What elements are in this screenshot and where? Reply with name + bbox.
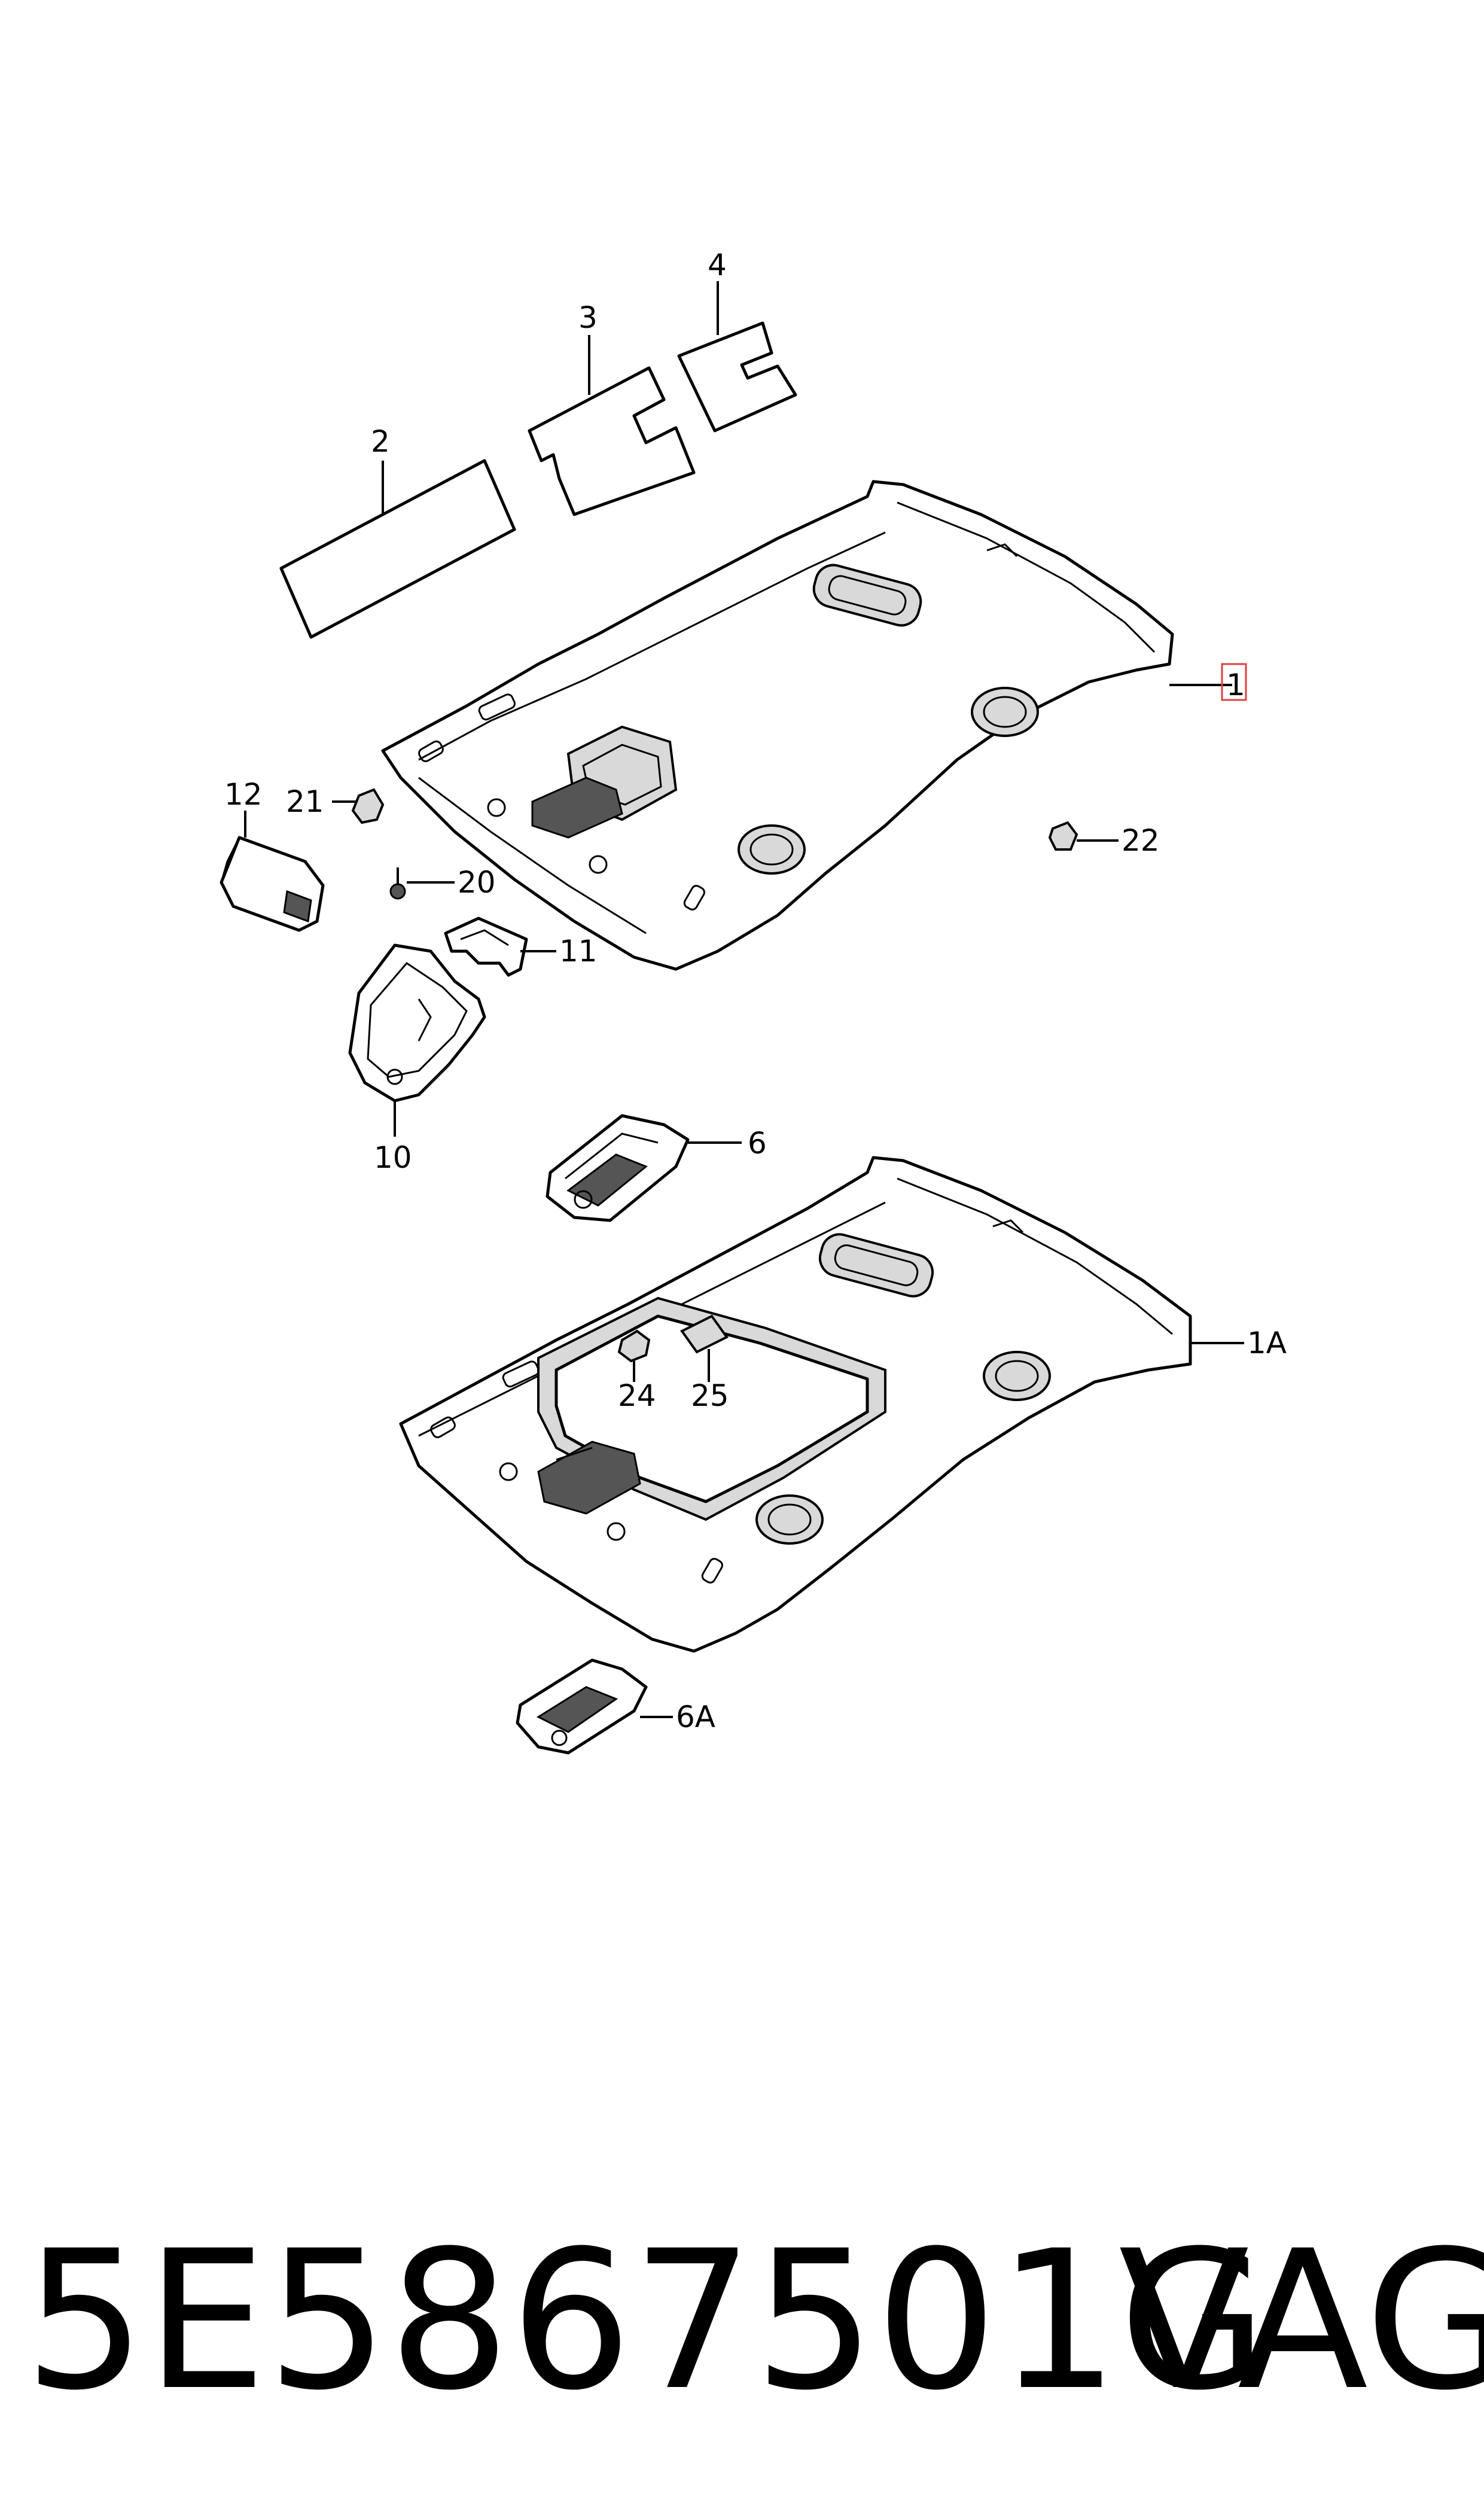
callout-6: 6	[748, 1126, 767, 1161]
callout-1: 1	[1226, 668, 1245, 702]
part-25-pad	[680, 1314, 729, 1382]
part-10-cover	[348, 943, 486, 1137]
part-4-pad	[677, 281, 797, 433]
brand-name: VAG	[1119, 2210, 1484, 2432]
part-22-clip	[1048, 821, 1119, 851]
callout-12: 12	[224, 777, 263, 812]
part-2-pad	[279, 459, 516, 639]
callout-2: 2	[371, 424, 390, 459]
callout-3: 3	[578, 300, 598, 335]
part-24-clip	[617, 1329, 651, 1382]
callout-10: 10	[374, 1140, 412, 1175]
callout-1a: 1A	[1247, 1326, 1287, 1360]
part-3-pad	[528, 335, 696, 516]
part-number: 5E5867501G	[24, 2210, 1267, 2432]
callout-6a: 6A	[676, 1700, 715, 1734]
part-12-cap	[220, 811, 325, 932]
part-11-bracket	[444, 917, 556, 977]
callout-20: 20	[458, 865, 496, 900]
callout-25: 25	[691, 1378, 729, 1413]
part-21-clip	[332, 788, 385, 824]
part-6-light	[546, 1114, 742, 1222]
part-20-screw	[389, 867, 455, 900]
callout-11: 11	[559, 934, 598, 969]
callout-4: 4	[708, 248, 727, 282]
part-6a-light	[516, 1658, 673, 1755]
part-1a-headliner	[399, 1156, 1192, 1653]
callout-22: 22	[1122, 823, 1160, 858]
callout-21: 21	[286, 784, 324, 819]
part-1-headliner	[381, 480, 1174, 971]
callout-1-highlight	[1221, 663, 1247, 701]
callout-24: 24	[618, 1378, 656, 1413]
